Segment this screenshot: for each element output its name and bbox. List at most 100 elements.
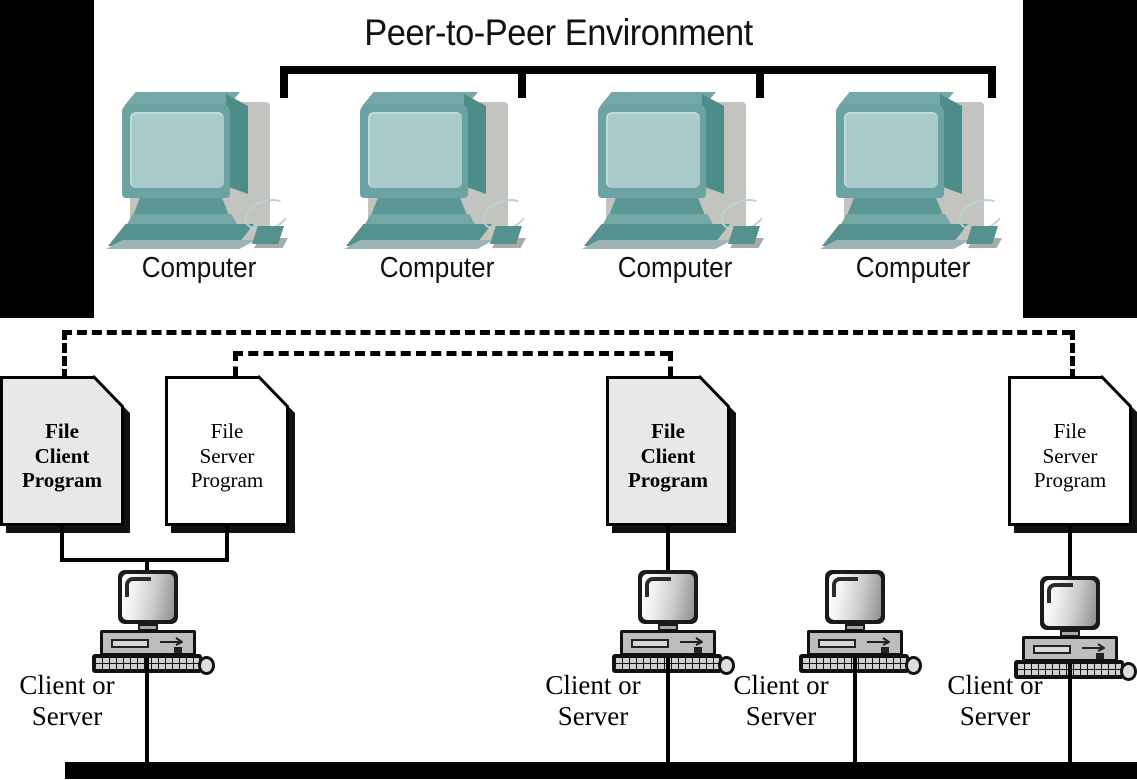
brand-logo-icon [680, 637, 703, 646]
document-label: File Server Program [1008, 376, 1132, 526]
host-label-line-1: Client or [545, 670, 641, 700]
monitor-neck-lower-icon [126, 214, 238, 226]
doc-line-1: File [210, 418, 244, 443]
screen-glare-icon [1047, 583, 1073, 603]
page-fold-icon [257, 375, 290, 409]
drive-slot-icon [631, 639, 669, 648]
p2p-backbone-bus [280, 66, 996, 74]
computer-tower-icon [807, 630, 903, 656]
mouse-icon [905, 656, 922, 675]
p2p-node-4: Computer [818, 88, 1008, 284]
dashed-link-outer-left [62, 330, 67, 392]
bus-drop-line-3 [853, 658, 857, 764]
host-label-4: Client or Server [920, 670, 1070, 732]
client-server-diagram: File Client Program File Server Program … [0, 318, 1137, 780]
host-label-line-2: Server [31, 700, 103, 731]
mouse-icon [198, 656, 215, 675]
p2p-node-label-3: Computer [617, 252, 733, 284]
p2p-node-label-4: Computer [855, 252, 971, 284]
bus-drop-line-4 [1068, 664, 1072, 764]
computer-base-shadow [344, 240, 494, 249]
peer-to-peer-panel: Peer-to-Peer Environment Computer [94, 0, 1023, 318]
connector-doc1-down [60, 526, 64, 562]
brand-logo-icon [160, 637, 183, 646]
dashed-link-inner-horizontal [233, 351, 670, 356]
screen-glare-icon [645, 577, 671, 597]
document-file-client-program-1[interactable]: File Client Program [0, 375, 130, 533]
screen-glare-icon [832, 577, 858, 597]
document-label: File Client Program [606, 376, 730, 526]
doc-line-2: Server [199, 443, 255, 468]
workstation-4[interactable] [1010, 576, 1137, 681]
mouse-icon [490, 226, 522, 244]
mouse-icon [718, 656, 735, 675]
monitor-side-face-icon [226, 94, 248, 194]
document-body [165, 376, 289, 526]
doc-line-2: Client [34, 443, 90, 468]
host-label-line-1: Client or [947, 670, 1043, 700]
document-file-client-program-2[interactable]: File Client Program [606, 375, 736, 533]
bus-drop-line-1 [145, 658, 149, 764]
computer-tower-icon [1022, 636, 1118, 662]
document-file-server-program-2[interactable]: File Server Program [1008, 375, 1137, 533]
doc-line-3: Program [190, 468, 264, 493]
doc-line-3: Program [21, 468, 103, 493]
host-label-line-1: Client or [19, 670, 115, 700]
mouse-icon [728, 226, 760, 244]
dashed-link-outer-horizontal [62, 330, 1072, 335]
host-label-line-2: Server [959, 700, 1031, 731]
computer-base-shadow [106, 240, 256, 249]
monitor-top-face-icon [124, 92, 240, 106]
doc-line-1: File [1053, 418, 1087, 443]
doc-line-1: File [651, 418, 685, 443]
monitor-neck-icon [370, 198, 468, 218]
monitor-top-face-icon [362, 92, 478, 106]
page-fold-icon [92, 375, 125, 409]
connector-doc2-down [225, 526, 229, 562]
monitor-screen-icon [368, 112, 462, 188]
document-file-server-program-1[interactable]: File Server Program [165, 375, 295, 533]
computer-tower-icon [620, 630, 716, 656]
computer-base-shadow [582, 240, 732, 249]
desktop-computer-icon [360, 104, 468, 198]
page-title: Peer-to-Peer Environment [364, 12, 753, 53]
monitor-side-face-icon [702, 94, 724, 194]
monitor-top-face-icon [838, 92, 954, 106]
monitor-neck-icon [608, 198, 706, 218]
dashed-link-outer-right [1070, 330, 1075, 392]
power-button-icon [174, 647, 182, 653]
monitor-screen-icon [844, 112, 938, 188]
host-label-line-2: Server [557, 700, 629, 731]
drive-slot-icon [111, 639, 149, 648]
drive-slot-icon [818, 639, 856, 648]
p2p-node-2: Computer [342, 88, 532, 284]
p2p-node-1: Computer [104, 88, 294, 284]
monitor-screen-icon [606, 112, 700, 188]
network-backbone-bus [65, 762, 1137, 779]
monitor-side-face-icon [940, 94, 962, 194]
monitor-neck-icon [846, 198, 944, 218]
mouse-icon [966, 226, 998, 244]
connector-host1-join [60, 558, 229, 562]
monitor-neck-lower-icon [840, 214, 952, 226]
doc-line-3: Program [1033, 468, 1107, 493]
host-label-2: Client or Server [518, 670, 668, 732]
brand-logo-icon [867, 637, 890, 646]
desktop-computer-icon [598, 104, 706, 198]
mouse-icon [1120, 662, 1137, 681]
host-label-3: Client or Server [706, 670, 856, 732]
monitor-neck-lower-icon [364, 214, 476, 226]
workstation-2[interactable] [608, 570, 735, 675]
dashed-link-inner-right [668, 351, 673, 392]
dashed-link-inner-left [233, 351, 238, 392]
document-body [0, 376, 124, 526]
computer-tower-icon [100, 630, 196, 656]
workstation-3[interactable] [795, 570, 922, 675]
workstation-1[interactable] [88, 570, 215, 675]
doc-line-2: Server [1042, 443, 1098, 468]
desktop-computer-icon [122, 104, 230, 198]
page-fold-icon [698, 375, 731, 409]
bus-drop-line-2 [666, 658, 670, 764]
p2p-drop-line-3 [756, 66, 764, 98]
mouse-icon [252, 226, 284, 244]
